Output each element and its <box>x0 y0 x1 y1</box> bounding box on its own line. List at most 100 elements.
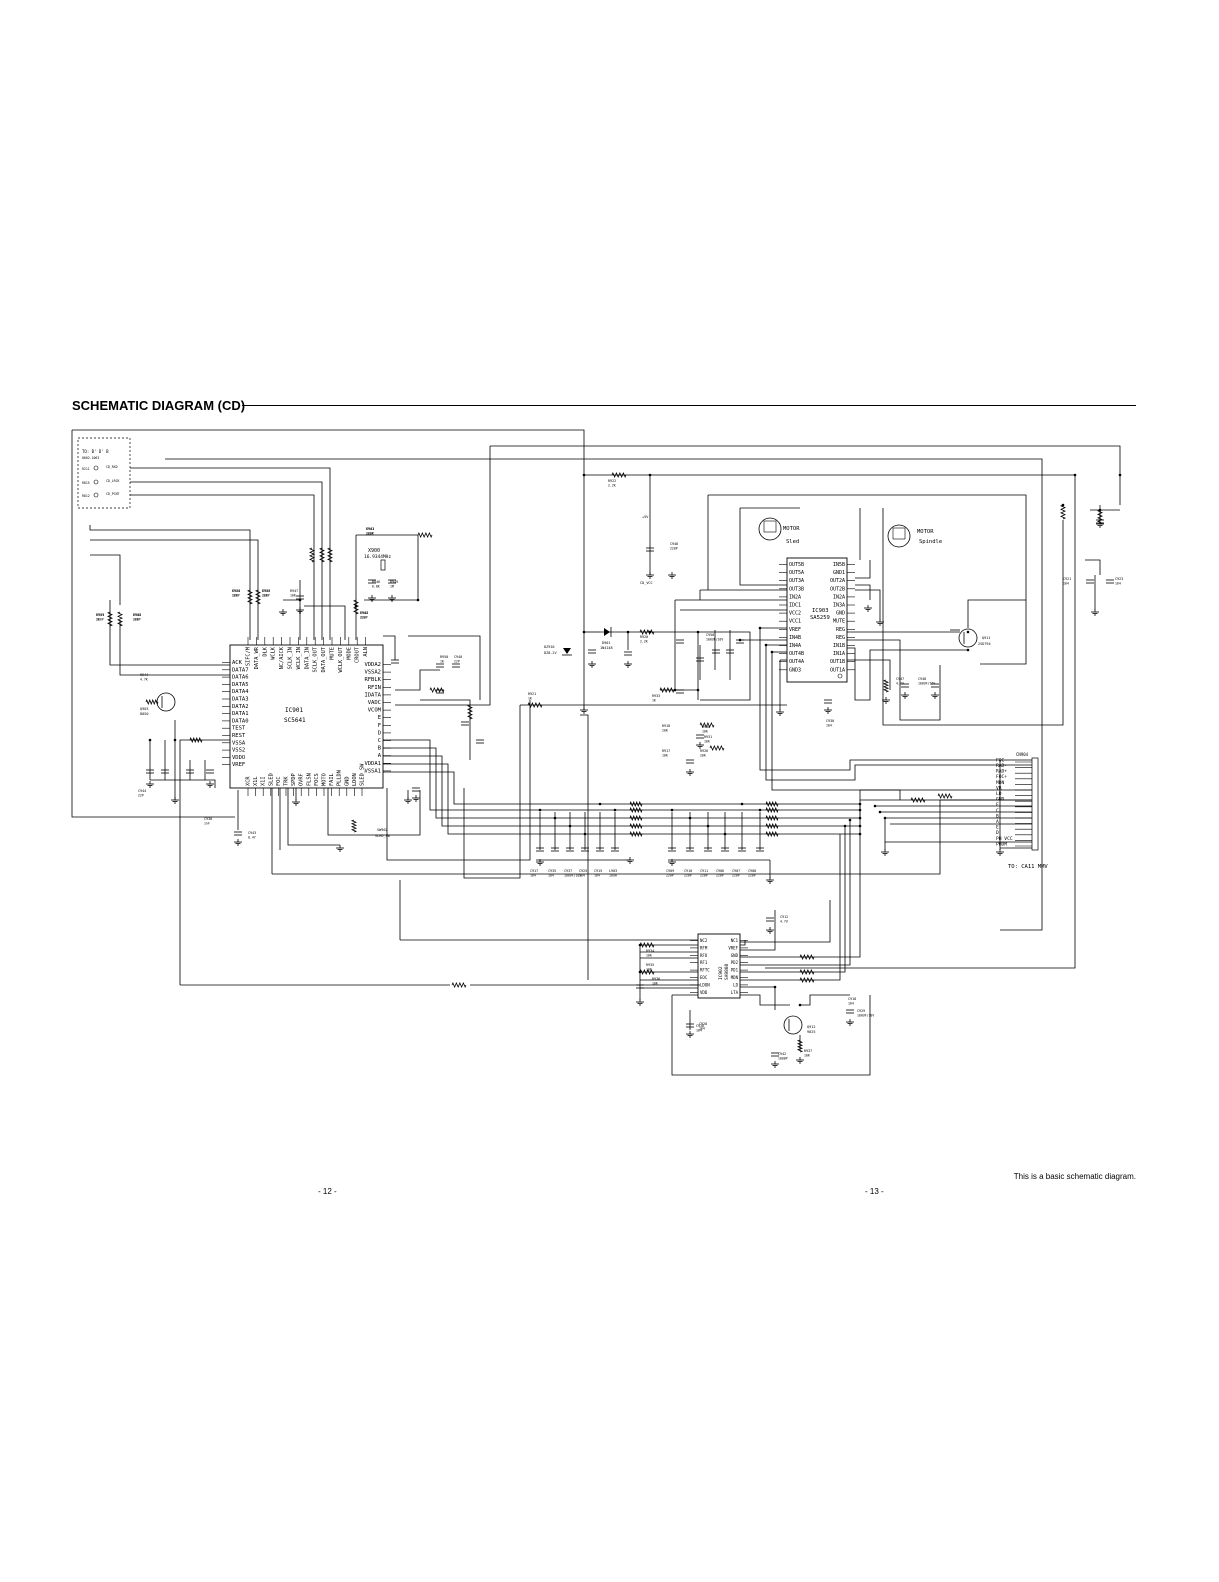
junction-dot <box>738 638 742 642</box>
wire <box>882 508 1064 726</box>
junction-dot <box>770 650 774 654</box>
power-label-cd-vcc: CD_VCC <box>640 581 653 585</box>
component-value-label: 100k <box>366 532 374 536</box>
ic902-pin-label: RFO <box>700 953 708 958</box>
component-value-label: 104 <box>530 874 536 878</box>
ic903-pin-label: IN5B <box>833 562 845 568</box>
ic903-pin-label: OUT2B <box>830 586 845 592</box>
junction-dot <box>773 985 777 989</box>
ic901-pin-label: TRK <box>284 776 290 786</box>
wire <box>740 994 790 1006</box>
q912-part: 9025 <box>807 1030 815 1034</box>
junction-dot <box>1098 508 1102 512</box>
wire <box>740 834 841 981</box>
component-value-label: 104 <box>1115 582 1121 586</box>
junction-dot <box>582 473 586 477</box>
cn904-pin-label: LD <box>996 791 1002 797</box>
wire <box>740 790 861 958</box>
junction-dot <box>1061 503 1065 507</box>
component-ref-label: C943 <box>248 831 256 835</box>
ic903-ref: IC903 <box>812 608 829 614</box>
ic901-pin-label: FOC <box>276 776 282 786</box>
resistor <box>796 1039 804 1053</box>
component-value-label: 4.7U <box>780 920 788 924</box>
component-ref-label: C905 <box>232 589 240 593</box>
cn904-pin-label: RAD+ <box>996 769 1007 775</box>
component-value-label: 220P <box>684 874 692 878</box>
resistor <box>629 830 643 838</box>
ic903-pin-label: OUT4A <box>789 659 804 665</box>
junction-dot <box>298 598 302 602</box>
component-ref-label: R921 <box>528 692 536 696</box>
cn904-pin-label: FOC+ <box>996 774 1007 780</box>
component-value-label: 10K <box>133 618 139 622</box>
component-ref-label: R934 <box>646 949 654 953</box>
component-ref-label: C906 <box>716 869 724 873</box>
ic901-pin-label: ACK <box>232 660 243 666</box>
ic901-pin-label: WCLK_OUT <box>338 646 344 672</box>
ic902-ref: IC902 <box>718 966 724 980</box>
q903-part: 8050 <box>140 712 148 716</box>
cn904-pin-label: B <box>996 813 999 819</box>
wire <box>71 430 235 818</box>
component-ref-label: C911 <box>700 869 708 873</box>
wire <box>383 635 396 660</box>
wire <box>150 779 216 788</box>
junction-dot <box>613 808 617 812</box>
component-value-label: 22P <box>138 794 144 798</box>
component-value-label: 20K <box>700 754 706 758</box>
ic902-pin-label: RFM <box>700 945 708 950</box>
ic902: IC902 SA9808 NC2RFMRFORF1RFTCEOCLDONVDD … <box>690 933 748 999</box>
component-ref-label: R937 <box>804 1049 812 1053</box>
ic901-pin-label: E <box>378 715 381 721</box>
ic903-pin-label: IN4A <box>789 643 801 649</box>
ic902-part: SA9808 <box>724 963 730 980</box>
component-value-label: 22P <box>454 660 460 664</box>
resistor <box>765 814 779 822</box>
motor-spindle: MOTOR Spindle <box>887 524 942 548</box>
components <box>107 472 1114 1068</box>
resistor <box>639 969 655 975</box>
component-value-label: 1K <box>440 660 444 664</box>
wire <box>356 534 419 600</box>
component-labels: R941100kR942330R92410KR92310KR9391KR9401… <box>96 479 1123 1061</box>
ic901-pin-label: DATA_OUT <box>321 646 327 672</box>
ic901-pin-label: DATA_WR <box>254 646 260 669</box>
resistor <box>799 977 815 983</box>
ic901-pin-label: DLK <box>262 646 268 656</box>
component-value-label: 220P <box>366 532 374 536</box>
ic903-pin-label: IN1B <box>833 643 845 649</box>
ic902-pin-label: LD <box>733 982 738 987</box>
ic903-pin-label: MUTE <box>833 619 845 625</box>
diode-dz910: DZ910 DZ8.2V <box>544 645 572 656</box>
ic903-pin-label: IN2A <box>833 594 845 600</box>
cn904-pin-label: F <box>996 802 999 808</box>
wire <box>287 788 340 846</box>
motor-sled: MOTOR Sled <box>758 517 800 545</box>
wire <box>847 659 891 690</box>
component-ref-label: R939 <box>96 613 104 617</box>
ic901-pin-label: VCOM <box>368 708 382 714</box>
component-ref-label: C930 <box>826 719 834 723</box>
ic901-pin-label: SLED_SW <box>360 763 366 786</box>
ic901-pin-label: PLLDN <box>337 770 343 786</box>
ic901-pin-label: DATA_IN <box>304 647 310 669</box>
component-ref-label: R920 <box>640 635 648 639</box>
resistor <box>629 806 643 814</box>
sw902-ref: SW902 <box>377 828 388 832</box>
component-ref-label: C904 <box>360 611 368 615</box>
junction-dot <box>538 808 542 812</box>
component-value-label: 104 <box>579 874 585 878</box>
wire <box>740 900 831 943</box>
cn904-pin-label: RAD- <box>996 763 1007 769</box>
connector-row-3-net: CD_PCNT <box>106 492 120 496</box>
component-ref-label: R926 <box>700 749 708 753</box>
ic901-pin-label: CROUT <box>355 646 361 663</box>
wire <box>109 600 230 666</box>
component-value-label: 1K <box>96 618 100 622</box>
component-ref-label: C948 <box>918 677 926 681</box>
junction-dot <box>798 1003 802 1007</box>
ic901-pin-label: REST <box>232 733 246 739</box>
junction-dot <box>582 630 586 634</box>
component-ref-label: C942 <box>778 1052 786 1056</box>
